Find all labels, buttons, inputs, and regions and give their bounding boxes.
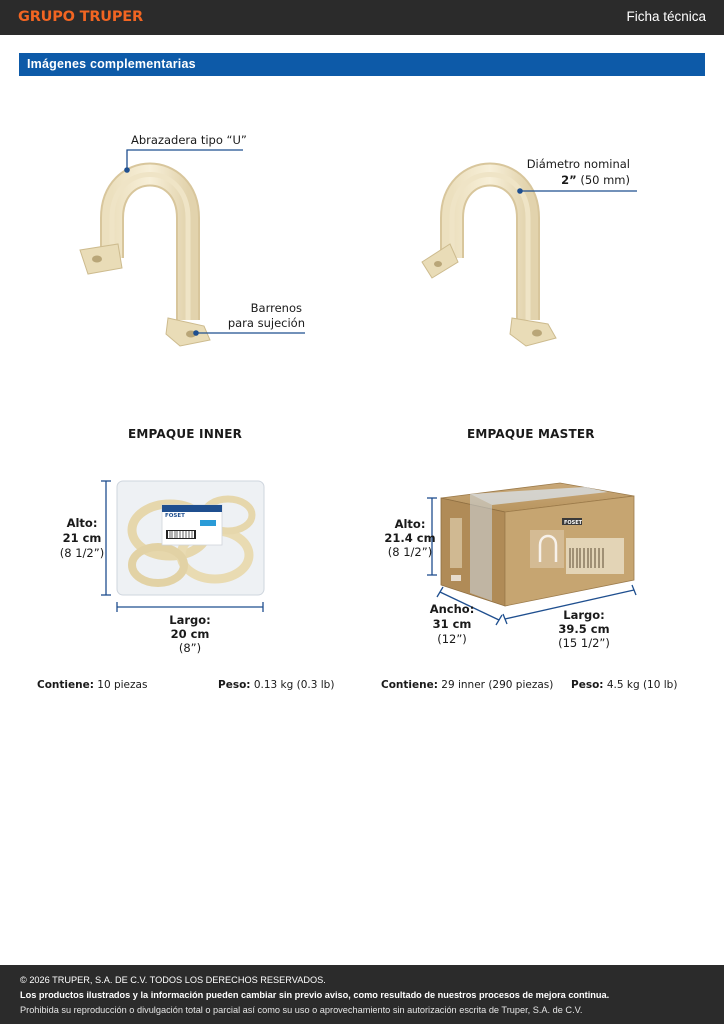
- inner-dimensions: [101, 480, 264, 612]
- inner-height-label: Alto: 21 cm (8 1/2”): [59, 516, 105, 560]
- inner-package-title: EMPAQUE INNER: [128, 427, 243, 441]
- inner-length-label: Largo: 20 cm (8”): [169, 613, 211, 655]
- footer-copyright: © 2026 TRUPER, S.A. DE C.V. TODOS LOS DE…: [20, 975, 326, 985]
- holes-label-line2: para sujeción: [227, 316, 305, 330]
- top-bar: GRUPO TRUPER Ficha técnica: [0, 0, 724, 35]
- master-length-label: Largo: 39.5 cm (15 1/2”): [558, 608, 610, 650]
- box-brand-label: FOSET: [564, 520, 583, 526]
- inner-contents: Contiene: 10 piezas: [37, 679, 148, 691]
- diameter-label-line1: Diámetro nominal: [526, 157, 630, 171]
- master-package-title: EMPAQUE MASTER: [467, 427, 595, 441]
- diameter-mm: (50 mm): [576, 173, 630, 187]
- clamp-view-1: [79, 162, 211, 347]
- section-title: Imágenes complementarias: [27, 57, 196, 71]
- diameter-inch: 2”: [561, 173, 577, 187]
- footer-notice: Los productos ilustrados y la informació…: [20, 990, 610, 1000]
- bag-brand-label: FOSET: [165, 513, 185, 519]
- master-dimensions: [427, 497, 637, 626]
- inner-weight: Peso: 0.13 kg (0.3 lb): [218, 679, 335, 691]
- master-width-label: Ancho: 31 cm (12”): [429, 602, 475, 646]
- diameter-label-line2: 2” (50 mm): [480, 173, 630, 187]
- doc-type-label: Ficha técnica: [626, 9, 706, 24]
- footer-prohibited: Prohibida su reproducción o divulgación …: [20, 1005, 583, 1015]
- truper-logo: GRUPO TRUPER: [18, 9, 143, 25]
- master-box: FOSET: [440, 482, 635, 607]
- clamp-type-label: Abrazadera tipo “U”: [131, 133, 247, 147]
- master-height-label: Alto: 21.4 cm (8 1/2”): [384, 517, 436, 559]
- clamp-view-2: [421, 162, 557, 347]
- clamp-callouts: [124, 149, 637, 336]
- footer: © 2026 TRUPER, S.A. DE C.V. TODOS LOS DE…: [0, 965, 724, 1024]
- master-weight: Peso: 4.5 kg (10 lb): [571, 679, 678, 691]
- master-contents: Contiene: 29 inner (290 piezas): [381, 679, 554, 691]
- section-header: Imágenes complementarias: [19, 53, 705, 76]
- holes-label-line1: Barrenos: [250, 301, 302, 315]
- inner-bag: FOSET: [116, 480, 265, 596]
